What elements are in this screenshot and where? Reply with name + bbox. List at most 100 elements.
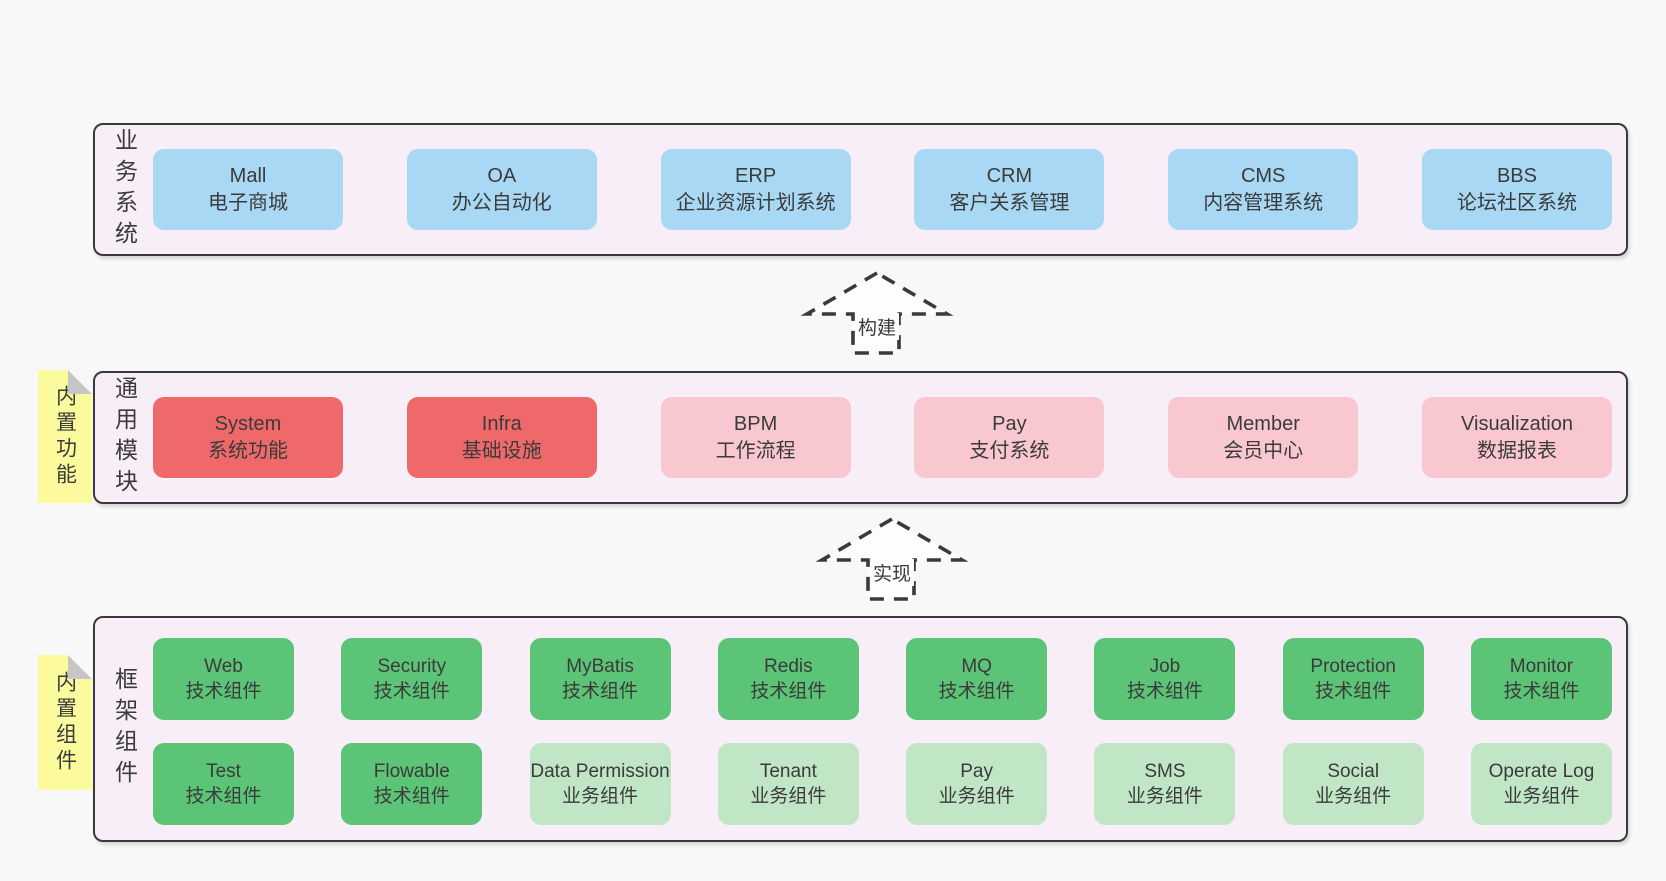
box-subtitle: 系统功能 <box>208 439 288 462</box>
box-title: Security <box>377 656 447 677</box>
box-bbs: BBS 论坛社区系统 <box>1421 149 1612 230</box>
build-arrow-label: 构建 <box>854 313 900 340</box>
box-flowable: Flowable 技术组件 <box>341 743 483 825</box>
business-boxes-row: Mall 电子商城 OA 办公自动化 ERP 企业资源计划系统 CRM 客户关系… <box>153 149 1612 230</box>
box-mall: Mall 电子商城 <box>153 149 343 230</box>
box-title: Social <box>1327 761 1380 782</box>
box-mybatis: MyBatis 技术组件 <box>529 638 671 720</box>
box-monitor: Monitor 技术组件 <box>1470 638 1612 720</box>
box-mq: MQ 技术组件 <box>906 638 1048 720</box>
box-operate-log: Operate Log 业务组件 <box>1470 743 1612 825</box>
box-title: Data Permission <box>530 761 670 782</box>
sticky-note-built-in-features: 内置功能 <box>38 370 92 503</box>
box-security: Security 技术组件 <box>341 638 483 720</box>
box-test: Test 技术组件 <box>153 743 294 825</box>
box-protection: Protection 技术组件 <box>1282 638 1424 720</box>
box-title: Monitor <box>1509 656 1574 677</box>
box-subtitle: 客户关系管理 <box>949 191 1070 214</box>
box-subtitle: 技术组件 <box>185 786 262 807</box>
box-visualization: Visualization 数据报表 <box>1421 397 1612 478</box>
box-cms: CMS 内容管理系统 <box>1168 149 1359 230</box>
box-title: MQ <box>961 656 992 677</box>
sticky-note-built-in-components: 内置组件 <box>38 655 92 790</box>
box-subtitle: 业务组件 <box>1503 786 1580 807</box>
box-title: OA <box>487 164 517 187</box>
box-subtitle: 技术组件 <box>938 681 1015 702</box>
box-title: Mall <box>229 164 267 187</box>
box-subtitle: 论坛社区系统 <box>1456 191 1577 214</box>
box-title: Protection <box>1310 656 1396 677</box>
sticky-note-text: 内置功能 <box>53 384 77 489</box>
box-title: Web <box>204 656 243 677</box>
box-subtitle: 业务组件 <box>562 786 639 807</box>
box-subtitle: 会员中心 <box>1223 439 1304 462</box>
box-title: Redis <box>764 656 813 677</box>
box-subtitle: 支付系统 <box>969 439 1050 462</box>
box-pay-system: Pay 支付系统 <box>914 397 1105 478</box>
box-title: Infra <box>481 412 522 435</box>
box-subtitle: 技术组件 <box>1315 681 1392 702</box>
modules-boxes-row: System 系统功能 Infra 基础设施 BPM 工作流程 Pay 支付系统… <box>153 397 1612 478</box>
box-title: System <box>214 412 282 435</box>
box-subtitle: 技术组件 <box>185 681 262 702</box>
layer-business-systems: 业务系统 Mall 电子商城 OA 办公自动化 ERP 企业资源计划系统 CRM… <box>93 123 1628 256</box>
box-subtitle: 业务组件 <box>1315 786 1392 807</box>
box-subtitle: 技术组件 <box>1503 681 1580 702</box>
box-subtitle: 数据报表 <box>1476 439 1557 462</box>
implement-arrow: 实现 <box>815 516 969 602</box>
box-subtitle: 业务组件 <box>938 786 1015 807</box>
box-bpm: BPM 工作流程 <box>660 397 851 478</box>
box-title: Test <box>206 761 241 782</box>
box-oa: OA 办公自动化 <box>406 149 597 230</box>
folded-corner-icon <box>68 655 92 679</box>
box-subtitle: 办公自动化 <box>451 191 552 214</box>
build-arrow: 构建 <box>800 270 954 356</box>
box-social: Social 业务组件 <box>1282 743 1424 825</box>
box-subtitle: 工作流程 <box>715 439 796 462</box>
box-title: Pay <box>992 412 1027 435</box>
implement-arrow-label: 实现 <box>869 559 915 586</box>
layer-common-modules: 通用模块 System 系统功能 Infra 基础设施 BPM 工作流程 Pay… <box>93 371 1628 504</box>
box-title: Job <box>1149 656 1181 677</box>
box-subtitle: 技术组件 <box>562 681 639 702</box>
box-member: Member 会员中心 <box>1168 397 1359 478</box>
box-title: SMS <box>1144 761 1186 782</box>
layer-label-common-modules: 通用模块 <box>111 375 138 500</box>
box-subtitle: 业务组件 <box>1126 786 1203 807</box>
folded-corner-icon <box>68 370 92 394</box>
box-pay-component: Pay 业务组件 <box>906 743 1048 825</box>
box-web: Web 技术组件 <box>153 638 294 720</box>
framework-boxes-row-2: Test 技术组件 Flowable 技术组件 Data Permission … <box>153 743 1612 825</box>
box-data-permission: Data Permission 业务组件 <box>529 743 671 825</box>
box-subtitle: 业务组件 <box>750 786 827 807</box>
box-infra: Infra 基础设施 <box>406 397 597 478</box>
box-subtitle: 技术组件 <box>750 681 827 702</box>
box-title: Operate Log <box>1488 761 1595 782</box>
framework-boxes-row-1: Web 技术组件 Security 技术组件 MyBatis 技术组件 Redi… <box>153 638 1612 720</box>
sticky-note-text: 内置组件 <box>53 670 77 775</box>
box-erp: ERP 企业资源计划系统 <box>660 149 851 230</box>
box-system: System 系统功能 <box>153 397 343 478</box>
box-title: Visualization <box>1461 412 1573 435</box>
box-subtitle: 技术组件 <box>1126 681 1203 702</box>
box-subtitle: 电子商城 <box>208 191 288 214</box>
box-title: ERP <box>735 164 777 187</box>
box-redis: Redis 技术组件 <box>717 638 859 720</box>
box-title: BPM <box>733 412 778 435</box>
box-title: BBS <box>1496 164 1537 187</box>
box-sms: SMS 业务组件 <box>1094 743 1236 825</box>
box-title: CRM <box>986 164 1033 187</box>
box-subtitle: 基础设施 <box>461 439 542 462</box>
box-title: Member <box>1226 412 1300 435</box>
box-subtitle: 企业资源计划系统 <box>675 191 836 214</box>
box-job: Job 技术组件 <box>1094 638 1236 720</box>
box-title: Flowable <box>373 761 450 782</box>
box-subtitle: 技术组件 <box>373 681 450 702</box>
box-title: CMS <box>1240 164 1286 187</box>
box-title: Pay <box>960 761 993 782</box>
layer-label-framework-components: 框架组件 <box>111 667 138 791</box>
box-subtitle: 内容管理系统 <box>1203 191 1324 214</box>
box-title: MyBatis <box>566 656 634 677</box>
box-tenant: Tenant 业务组件 <box>717 743 859 825</box>
box-crm: CRM 客户关系管理 <box>914 149 1105 230</box>
